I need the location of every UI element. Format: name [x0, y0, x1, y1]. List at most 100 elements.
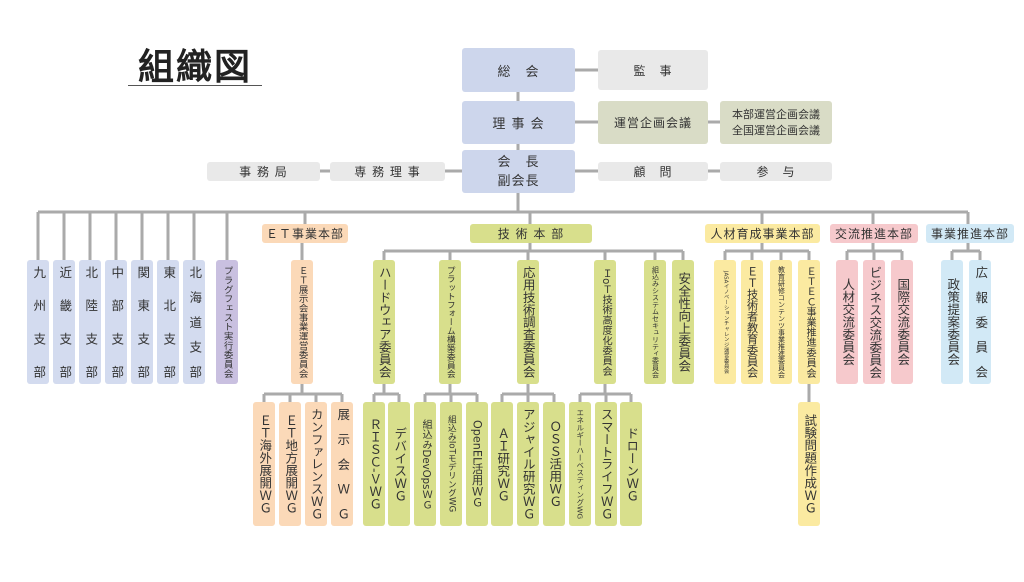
hr-committee: ＥＴ技術者教育委員会	[741, 260, 763, 384]
exchange-committee: 人材交流委員会	[836, 260, 858, 384]
branch-office: 中部支部	[105, 260, 127, 384]
title-underline	[128, 85, 262, 86]
auditor: 監 事	[598, 50, 708, 90]
board-of-directors: 理 事 会	[462, 101, 575, 144]
exchange-committee-label: 国際交流委員会	[895, 278, 911, 366]
hr-committee: JASAイノベーションチャレンジ運営委員会	[714, 260, 736, 384]
exchange-committee: 国際交流委員会	[891, 260, 913, 384]
tech-committee-label: プラットフォーム構築委員会	[445, 266, 456, 378]
tech-committee: 応用技術調査委員会	[517, 260, 539, 384]
hr-committee: 教育研修コンテンツ事業推進委員会	[770, 260, 792, 384]
planning-meeting: 運営企画会議	[598, 101, 708, 144]
branch-office-label: 北海道支部	[187, 266, 203, 378]
division-exchange-label: 交流推進本部	[834, 227, 913, 241]
counselor: 参 与	[720, 162, 832, 181]
hr-wg: 試験問題作成ＷＧ	[798, 402, 820, 526]
vice-chairman: 副会長	[497, 173, 540, 189]
tech-wg: スマートライフＷＧ	[595, 402, 617, 526]
hr-committee-label: JASAイノベーションチャレンジ運営委員会	[722, 270, 729, 374]
executive-director-label: 専 務 理 事	[354, 165, 421, 179]
et-wg: 展示会ＷＧ	[331, 402, 353, 526]
branch-office-label: 中部支部	[109, 266, 125, 378]
general-meeting: 総 会	[462, 48, 575, 92]
branch-office: 九州支部	[27, 260, 49, 384]
tech-wg: ＲＩＳＣ-ＶＷＧ	[363, 402, 385, 526]
et-wg: ＥＴ地方展開ＷＧ	[279, 402, 301, 526]
et-wg: ＥＴ海外展開ＷＧ	[253, 402, 275, 526]
counselor-label: 参 与	[756, 165, 796, 179]
et-wg-label: ＥＴ海外展開ＷＧ	[257, 414, 273, 514]
planning-sub-meeting: 全国運営企画会議	[732, 123, 820, 137]
hr-committee: ＥＴＥＣ事業推進委員会	[798, 260, 820, 384]
chairman: 会 長	[497, 154, 540, 170]
tech-wg: エネルギーハーベスティングWG	[569, 402, 591, 526]
page-title: 組織図	[138, 47, 253, 88]
tech-committee: ハードウェア委員会	[373, 260, 395, 384]
business-committee: 広報委員会	[969, 260, 991, 384]
tech-wg-label: 組込みDevOpsＷＧ	[420, 418, 432, 510]
planning-sub-meeting: 本部運営企画会議	[732, 107, 820, 121]
tech-committee-label: 組込みシステムセキュリティ委員会	[651, 266, 660, 378]
tech-wg: 組込みIoTモデリングWG	[440, 402, 462, 526]
tech-wg-label: ＲＩＳＣ-ＶＷＧ	[367, 417, 383, 510]
exchange-committee: ビジネス交流委員会	[863, 260, 885, 384]
tech-wg: OpenEL活用ＷＧ	[466, 402, 488, 526]
tech-wg-label: ドローンＷＧ	[624, 426, 640, 502]
tech-committee-label: ＩoＴ技術高度化委員会	[600, 267, 612, 377]
advisor-label: 顧 問	[633, 165, 673, 179]
branch-office: 北海道支部	[183, 260, 205, 384]
division-hr: 人材育成事業本部	[705, 224, 820, 243]
et-wg: カンファレンスＷＧ	[305, 402, 327, 526]
advisor: 顧 問	[598, 162, 708, 181]
exchange-committee-label: ビジネス交流委員会	[867, 265, 883, 379]
hr-wg-label: 試験問題作成ＷＧ	[802, 414, 818, 514]
division-et-label: ＥＴ事業本部	[265, 227, 344, 241]
et-exhibition-committee: ＥＴ展示会事業運営委員会	[291, 260, 313, 384]
division-hr-label: 人材育成事業本部	[710, 227, 815, 241]
planning-sub-meetings: 本部運営企画会議全国運営企画会議	[720, 101, 832, 144]
et-wg-label: 展示会ＷＧ	[335, 408, 351, 520]
tech-committee-label: 安全性向上委員会	[676, 272, 692, 372]
executive-director: 専 務 理 事	[330, 162, 445, 181]
board-of-directors-label: 理 事 会	[492, 117, 545, 132]
business-committee-label: 政策提案委員会	[945, 278, 961, 366]
tech-committee: 安全性向上委員会	[672, 260, 694, 384]
tech-wg: アジャイル研究ＷＧ	[517, 402, 539, 526]
tech-wg-label: エネルギーハーベスティングWG	[575, 408, 585, 520]
tech-wg: 組込みDevOpsＷＧ	[414, 402, 436, 526]
plugfest-committee-label: プラグフェスト実行委員会	[221, 266, 233, 378]
tech-wg: ドローンＷＧ	[620, 402, 642, 526]
tech-committee: 組込みシステムセキュリティ委員会	[644, 260, 666, 384]
business-committee: 政策提案委員会	[941, 260, 963, 384]
auditor-label: 監 事	[633, 63, 673, 78]
division-exchange: 交流推進本部	[830, 224, 918, 243]
tech-wg: ＯＳＳ活用ＷＧ	[543, 402, 565, 526]
hr-committee-label: 教育研修コンテンツ事業推進委員会	[777, 266, 786, 378]
division-tech-label: 技 術 本 部	[497, 227, 565, 241]
branch-office: 近畿支部	[53, 260, 75, 384]
division-tech: 技 術 本 部	[470, 224, 592, 243]
secretariat: 事 務 局	[207, 162, 320, 181]
planning-meeting-label: 運営企画会議	[613, 116, 692, 130]
division-et: ＥＴ事業本部	[262, 224, 348, 243]
business-committee-label: 広報委員会	[973, 266, 989, 378]
branch-office-label: 東北支部	[161, 266, 177, 378]
division-business-label: 事業推進本部	[930, 227, 1009, 241]
hr-committee-label: ＥＴ技術者教育委員会	[745, 266, 759, 378]
branch-office-label: 九州支部	[31, 266, 47, 378]
branch-office: 北陸支部	[79, 260, 101, 384]
et-exhibition-committee-label: ＥＴ展示会事業運営委員会	[296, 266, 308, 378]
branch-office-label: 北陸支部	[83, 266, 99, 378]
tech-committee-label: 応用技術調査委員会	[521, 266, 537, 378]
tech-committee: プラットフォーム構築委員会	[439, 260, 461, 384]
tech-wg-label: デバイスＷＧ	[392, 426, 408, 502]
hr-committee-label: ＥＴＥＣ事業推進委員会	[804, 266, 816, 378]
branch-office-label: 関東支部	[135, 266, 151, 378]
tech-committee-label: ハードウェア委員会	[377, 266, 393, 378]
secretariat-label: 事 務 局	[239, 165, 288, 179]
plugfest-committee: プラグフェスト実行委員会	[216, 260, 238, 384]
tech-wg: ＡＩ研究ＷＧ	[491, 402, 513, 526]
chairman-box: 会 長副会長	[462, 150, 575, 193]
tech-wg-label: ＡＩ研究ＷＧ	[495, 426, 511, 502]
